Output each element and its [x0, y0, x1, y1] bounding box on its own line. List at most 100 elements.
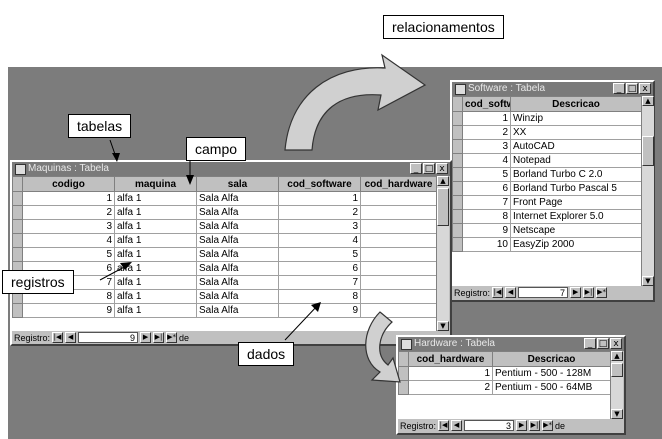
table-cell[interactable]: Pentium - 500 - 64MB [492, 380, 610, 395]
scroll-thumb[interactable] [437, 188, 449, 226]
record-number-field[interactable]: 7 [518, 287, 569, 298]
record-selector[interactable] [452, 167, 463, 182]
table-cell[interactable]: Sala Alfa [196, 205, 279, 220]
table-cell[interactable] [360, 191, 436, 206]
record-selector[interactable] [452, 237, 463, 252]
record-number-field[interactable]: 3 [464, 420, 515, 431]
software-table-window[interactable]: Software : Tabela _ □ x cod_softw Descri… [450, 80, 655, 302]
table-cell[interactable]: Sala Alfa [196, 247, 279, 262]
table-cell[interactable]: 1 [408, 366, 493, 381]
scroll-up-arrow-icon[interactable]: ▲ [642, 96, 654, 106]
table-cell[interactable]: alfa 1 [114, 275, 197, 290]
table-cell[interactable]: Pentium - 500 - 128M [492, 366, 610, 381]
table-cell[interactable]: Sala Alfa [196, 191, 279, 206]
record-selector[interactable] [452, 125, 463, 140]
record-selector[interactable] [12, 219, 23, 234]
last-record-icon[interactable]: ▶| [153, 332, 165, 343]
table-cell[interactable] [360, 303, 436, 318]
table-cell[interactable]: 1 [278, 191, 361, 206]
table-cell[interactable]: 5 [278, 247, 361, 262]
last-record-icon[interactable]: ▶| [529, 420, 541, 431]
minimize-button[interactable]: _ [613, 83, 625, 94]
table-cell[interactable]: 3 [278, 219, 361, 234]
column-header-cod-software[interactable]: cod_softw [462, 96, 511, 112]
column-header-codigo[interactable]: codigo [22, 176, 115, 192]
maximize-button[interactable]: □ [597, 338, 609, 349]
table-cell[interactable]: 3 [22, 219, 115, 234]
table-cell[interactable] [360, 275, 436, 290]
table-cell[interactable]: 8 [278, 289, 361, 304]
table-cell[interactable] [360, 261, 436, 276]
record-selector[interactable] [398, 366, 409, 381]
record-selector[interactable] [452, 181, 463, 196]
table-cell[interactable]: 9 [462, 223, 511, 238]
close-button[interactable]: x [610, 338, 622, 349]
table-cell[interactable]: Sala Alfa [196, 289, 279, 304]
record-selector[interactable] [12, 205, 23, 220]
column-header-maquina[interactable]: maquina [114, 176, 197, 192]
record-selector[interactable] [452, 139, 463, 154]
table-cell[interactable]: alfa 1 [114, 247, 197, 262]
table-cell[interactable]: 2 [278, 205, 361, 220]
table-cell[interactable]: Notepad [510, 153, 641, 168]
table-cell[interactable]: Netscape [510, 223, 641, 238]
next-record-icon[interactable]: ▶ [570, 287, 582, 298]
maximize-button[interactable]: □ [423, 163, 435, 174]
table-cell[interactable]: AutoCAD [510, 139, 641, 154]
table-cell[interactable]: alfa 1 [114, 205, 197, 220]
table-cell[interactable]: 4 [462, 153, 511, 168]
prev-record-icon[interactable]: ◀ [505, 287, 517, 298]
record-selector[interactable] [452, 209, 463, 224]
maquinas-titlebar[interactable]: Maquinas : Tabela _ □ x [12, 162, 450, 176]
hardware-vertical-scrollbar[interactable]: ▲ ▼ [610, 351, 623, 419]
table-cell[interactable]: Front Page [510, 195, 641, 210]
minimize-button[interactable]: _ [410, 163, 422, 174]
column-header-descricao[interactable]: Descricao [492, 351, 610, 367]
table-cell[interactable]: Sala Alfa [196, 303, 279, 318]
new-record-icon[interactable]: ▶* [596, 287, 608, 298]
scroll-thumb[interactable] [611, 363, 623, 377]
software-vertical-scrollbar[interactable]: ▲ ▼ [641, 96, 654, 286]
record-selector[interactable] [12, 303, 23, 318]
record-number-field[interactable]: 9 [78, 332, 139, 343]
table-cell[interactable]: 6 [278, 261, 361, 276]
table-cell[interactable]: Sala Alfa [196, 219, 279, 234]
table-cell[interactable]: 9 [278, 303, 361, 318]
table-cell[interactable]: 9 [22, 303, 115, 318]
scroll-up-arrow-icon[interactable]: ▲ [611, 351, 623, 361]
scroll-down-arrow-icon[interactable]: ▼ [611, 409, 623, 419]
minimize-button[interactable]: _ [584, 338, 596, 349]
table-cell[interactable]: 2 [462, 125, 511, 140]
maximize-button[interactable]: □ [626, 83, 638, 94]
prev-record-icon[interactable]: ◀ [451, 420, 463, 431]
record-selector[interactable] [398, 380, 409, 395]
record-selector[interactable] [452, 223, 463, 238]
table-cell[interactable]: Borland Turbo C 2.0 [510, 167, 641, 182]
table-cell[interactable]: Winzip [510, 111, 641, 126]
table-cell[interactable]: Sala Alfa [196, 275, 279, 290]
table-cell[interactable]: Internet Explorer 5.0 [510, 209, 641, 224]
table-cell[interactable]: XX [510, 125, 641, 140]
table-cell[interactable]: alfa 1 [114, 289, 197, 304]
table-cell[interactable]: alfa 1 [114, 191, 197, 206]
table-cell[interactable]: alfa 1 [114, 261, 197, 276]
first-record-icon[interactable]: |◀ [52, 332, 64, 343]
prev-record-icon[interactable]: ◀ [65, 332, 77, 343]
next-record-icon[interactable]: ▶ [516, 420, 528, 431]
table-cell[interactable]: 2 [408, 380, 493, 395]
next-record-icon[interactable]: ▶ [140, 332, 152, 343]
table-cell[interactable]: 1 [22, 191, 115, 206]
last-record-icon[interactable]: ▶| [583, 287, 595, 298]
